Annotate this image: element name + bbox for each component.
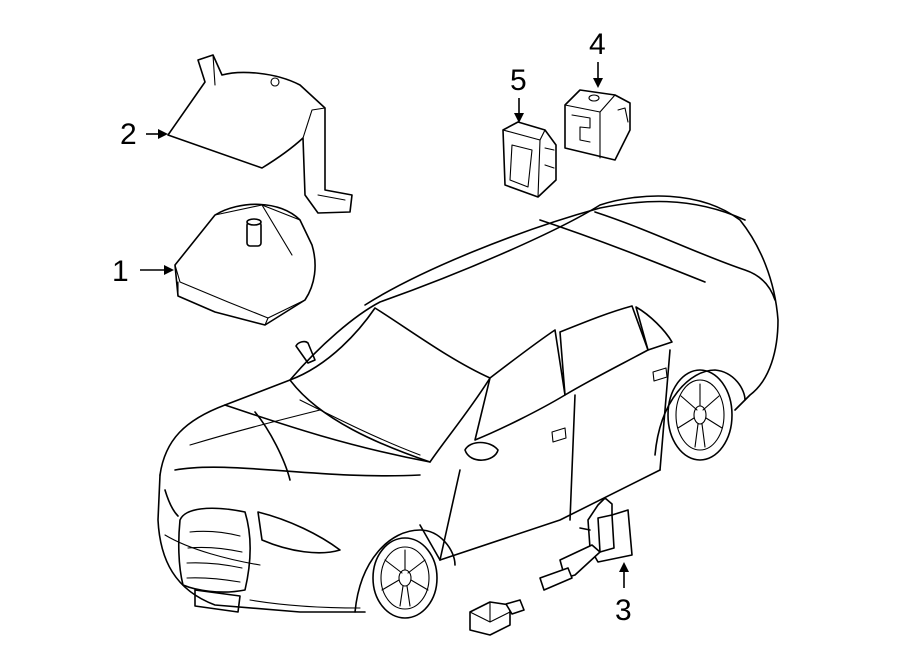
callout-1: 1 [112,255,174,288]
part-2-bracket[interactable] [167,54,353,214]
part-1-control-module[interactable] [174,203,316,326]
callout-number-1: 1 [112,255,129,288]
part-4-relay[interactable] [564,89,631,161]
callout-3: 3 [615,562,632,627]
callout-number-5: 5 [510,64,527,97]
callout-4: 4 [589,28,606,88]
callout-number-3: 3 [615,594,632,627]
part-3-sensor-assembly[interactable] [469,497,633,636]
callout-2: 2 [120,118,168,151]
part-5-switch[interactable] [502,121,557,198]
callout-5: 5 [510,64,527,123]
callout-number-2: 2 [120,118,137,151]
callout-number-4: 4 [589,28,606,61]
car-illustration [157,195,779,619]
